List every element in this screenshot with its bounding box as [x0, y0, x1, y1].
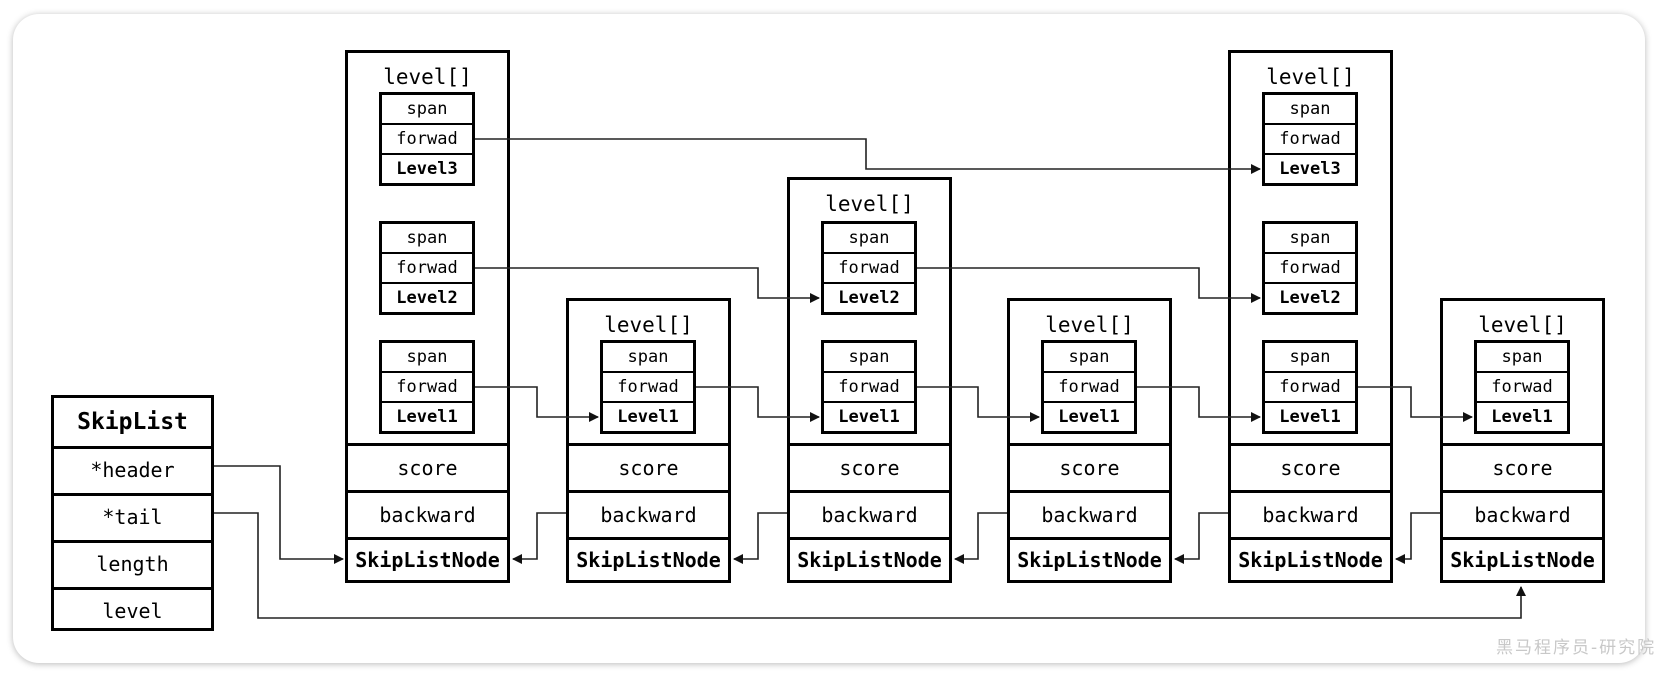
- forwad-cell: forwad: [1265, 123, 1355, 153]
- backward-row: backward: [348, 490, 507, 537]
- level1-entry: span forwad Level1: [600, 340, 696, 434]
- level-label-cell: Level1: [1044, 401, 1134, 431]
- level2-entry: span forwad Level2: [1262, 221, 1358, 315]
- backward-row: backward: [569, 490, 728, 537]
- span-cell: span: [1289, 99, 1331, 119]
- span-cell: span: [1289, 228, 1331, 248]
- forwad-cell: forwad: [1265, 252, 1355, 282]
- forwad-cell: forwad: [382, 252, 472, 282]
- forwad-cell: forwad: [824, 371, 914, 401]
- span-cell: span: [406, 347, 448, 367]
- length-field: length: [54, 540, 211, 587]
- skiplistnode-row: SkipListNode: [1010, 537, 1169, 580]
- span-cell: span: [406, 228, 448, 248]
- skiplistnode-row: SkipListNode: [569, 537, 728, 580]
- level2-entry: span forwad Level2: [821, 221, 917, 315]
- watermark-text: 黑马程序员-研究院: [1496, 638, 1657, 658]
- skiplistnode-box-4: level[] span forwad Level1 score backwar…: [1007, 298, 1172, 583]
- skiplistnode-row: SkipListNode: [1231, 537, 1390, 580]
- level-label-cell: Level1: [824, 401, 914, 431]
- level1-entry: span forwad Level1: [1262, 340, 1358, 434]
- backward-row: backward: [790, 490, 949, 537]
- skiplist-struct-box: SkipList *header *tail length level: [51, 395, 214, 631]
- skiplistnode-box-2: level[] span forwad Level1 score backwar…: [566, 298, 731, 583]
- level1-entry: span forwad Level1: [821, 340, 917, 434]
- span-cell: span: [1068, 347, 1110, 367]
- level-array-title: level[]: [383, 65, 472, 89]
- skiplistnode-row: SkipListNode: [790, 537, 949, 580]
- score-row: score: [1231, 443, 1390, 490]
- header-field: *header: [54, 446, 211, 493]
- level-label-cell: Level2: [824, 282, 914, 312]
- span-cell: span: [1289, 347, 1331, 367]
- level-array-title: level[]: [604, 313, 693, 337]
- level-label-cell: Level2: [1265, 282, 1355, 312]
- skiplistnode-row: SkipListNode: [348, 537, 507, 580]
- score-row: score: [569, 443, 728, 490]
- level-label-cell: Level1: [1477, 401, 1567, 431]
- forwad-cell: forwad: [824, 252, 914, 282]
- span-cell: span: [406, 99, 448, 119]
- span-cell: span: [1501, 347, 1543, 367]
- forwad-cell: forwad: [1477, 371, 1567, 401]
- backward-row: backward: [1231, 490, 1390, 537]
- level-label-cell: Level1: [1265, 401, 1355, 431]
- level-label-cell: Level1: [603, 401, 693, 431]
- level-label-cell: Level3: [382, 153, 472, 183]
- tail-field: *tail: [54, 493, 211, 540]
- forwad-cell: forwad: [382, 371, 472, 401]
- level3-entry: span forwad Level3: [1262, 92, 1358, 186]
- level-array-title: level[]: [1478, 313, 1567, 337]
- score-row: score: [1443, 443, 1602, 490]
- level1-entry: span forwad Level1: [379, 340, 475, 434]
- skiplistnode-row: SkipListNode: [1443, 537, 1602, 580]
- level-array-title: level[]: [825, 192, 914, 216]
- score-row: score: [790, 443, 949, 490]
- span-cell: span: [848, 228, 890, 248]
- level-label-cell: Level1: [382, 401, 472, 431]
- forwad-cell: forwad: [1044, 371, 1134, 401]
- backward-row: backward: [1443, 490, 1602, 537]
- level-array-title: level[]: [1266, 65, 1355, 89]
- level1-entry: span forwad Level1: [1474, 340, 1570, 434]
- skiplistnode-box-1: level[] span forwad Level3 span forwad L…: [345, 50, 510, 583]
- forwad-cell: forwad: [603, 371, 693, 401]
- span-cell: span: [848, 347, 890, 367]
- forwad-cell: forwad: [1265, 371, 1355, 401]
- skiplistnode-box-5: level[] span forwad Level3 span forwad L…: [1228, 50, 1393, 583]
- forwad-cell: forwad: [382, 123, 472, 153]
- level1-entry: span forwad Level1: [1041, 340, 1137, 434]
- skiplistnode-box-6: level[] span forwad Level1 score backwar…: [1440, 298, 1605, 583]
- level3-entry: span forwad Level3: [379, 92, 475, 186]
- level2-entry: span forwad Level2: [379, 221, 475, 315]
- score-row: score: [348, 443, 507, 490]
- backward-row: backward: [1010, 490, 1169, 537]
- score-row: score: [1010, 443, 1169, 490]
- level-label-cell: Level2: [382, 282, 472, 312]
- span-cell: span: [627, 347, 669, 367]
- skiplist-title: SkipList: [77, 409, 188, 435]
- level-label-cell: Level3: [1265, 153, 1355, 183]
- level-field: level: [54, 587, 211, 634]
- level-array-title: level[]: [1045, 313, 1134, 337]
- skiplistnode-box-3: level[] span forwad Level2 span forwad L…: [787, 177, 952, 583]
